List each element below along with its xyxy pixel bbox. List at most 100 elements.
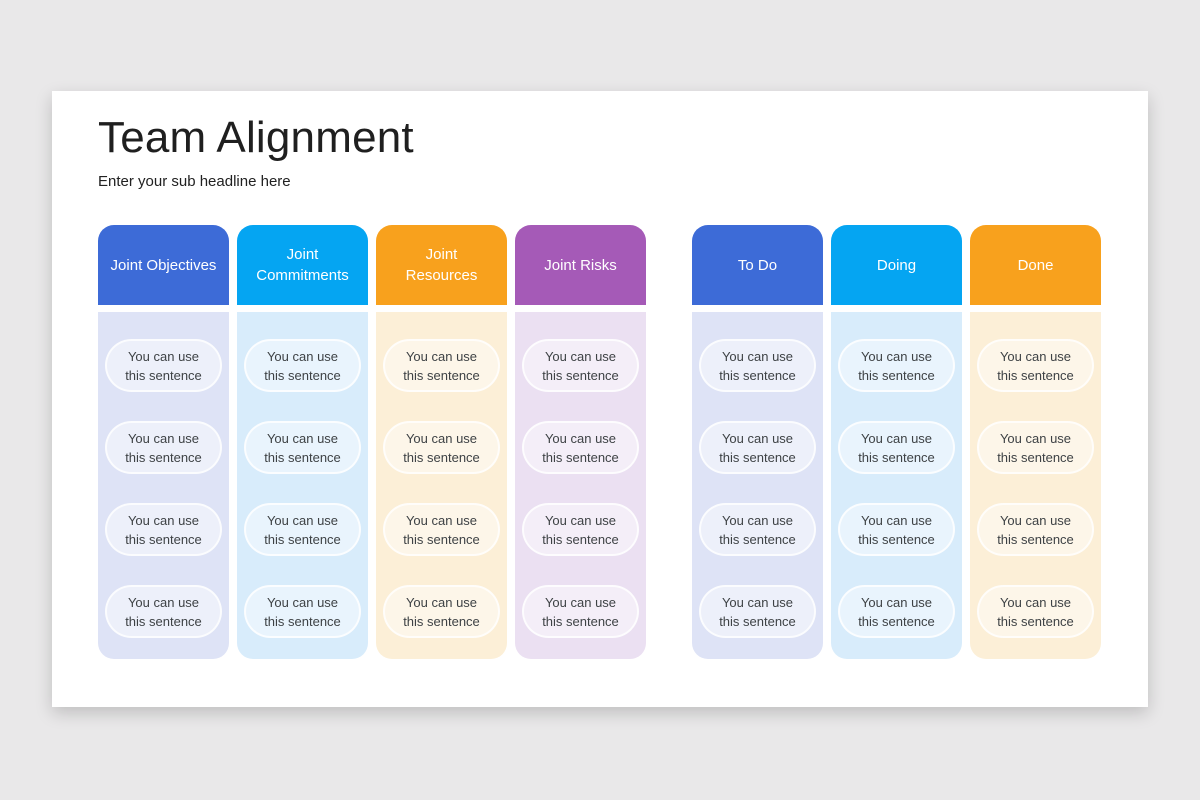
column-joint-resources: Joint Resources You can use this sentenc… [376, 225, 507, 659]
card-text-line2: this sentence [403, 531, 480, 547]
card: You can use this sentence [977, 503, 1094, 556]
card-text-line1: You can use [544, 430, 617, 446]
card-text-line2: this sentence [997, 531, 1074, 547]
group-kanban: To Do You can use this sentence You can … [692, 225, 1101, 659]
card: You can use this sentence [977, 339, 1094, 392]
column-body: You can use this sentence You can use th… [376, 312, 507, 659]
card-text-line1: You can use [266, 594, 339, 610]
card: You can use this sentence [522, 339, 639, 392]
column-header: Joint Commitments [237, 225, 368, 305]
card-text-line1: You can use [860, 348, 933, 364]
card: You can use this sentence [244, 585, 361, 638]
card-text-line1: You can use [721, 348, 794, 364]
card-text-line2: this sentence [858, 367, 935, 383]
column-doing: Doing You can use this sentence You can … [831, 225, 962, 659]
column-header-label: Joint Risks [544, 256, 617, 274]
card: You can use this sentence [977, 421, 1094, 474]
card-text-line2: this sentence [719, 449, 796, 465]
card: You can use this sentence [522, 503, 639, 556]
card: You can use this sentence [838, 339, 955, 392]
card-text-line2: this sentence [264, 613, 341, 629]
card-text-line2: this sentence [719, 613, 796, 629]
card-text-line1: You can use [127, 594, 200, 610]
card-text-line2: this sentence [264, 449, 341, 465]
card: You can use this sentence [244, 339, 361, 392]
card: You can use this sentence [105, 339, 222, 392]
card-text-line1: You can use [999, 594, 1072, 610]
column-header-label: Joint Resources [405, 246, 478, 284]
card: You can use this sentence [522, 421, 639, 474]
card-text-line1: You can use [405, 430, 478, 446]
card-text-line2: this sentence [542, 367, 619, 383]
column-body: You can use this sentence You can use th… [970, 312, 1101, 659]
slide-subtitle: Enter your sub headline here [98, 173, 291, 190]
column-body: You can use this sentence You can use th… [692, 312, 823, 659]
card: You can use this sentence [244, 421, 361, 474]
columns-row: Joint Objectives You can use this senten… [98, 225, 1101, 659]
column-body: You can use this sentence You can use th… [831, 312, 962, 659]
card-text-line1: You can use [127, 430, 200, 446]
card-text-line2: this sentence [719, 367, 796, 383]
column-joint-objectives: Joint Objectives You can use this senten… [98, 225, 229, 659]
column-header-label: Joint Objectives [110, 256, 217, 274]
card: You can use this sentence [383, 421, 500, 474]
column-joint-risks: Joint Risks You can use this sentence Yo… [515, 225, 646, 659]
card-text-line2: this sentence [125, 613, 202, 629]
column-header: Joint Risks [515, 225, 646, 305]
card-text-line2: this sentence [264, 367, 341, 383]
card-text-line1: You can use [544, 512, 617, 528]
card-text-line2: this sentence [542, 613, 619, 629]
card-text-line1: You can use [721, 594, 794, 610]
card-text-line2: this sentence [125, 367, 202, 383]
card: You can use this sentence [977, 585, 1094, 638]
card-text-line2: this sentence [997, 449, 1074, 465]
card: You can use this sentence [105, 503, 222, 556]
group-alignment: Joint Objectives You can use this senten… [98, 225, 646, 659]
card-text-line1: You can use [127, 348, 200, 364]
card-text-line2: this sentence [997, 367, 1074, 383]
card-text-line1: You can use [544, 348, 617, 364]
card: You can use this sentence [838, 421, 955, 474]
card-text-line1: You can use [999, 348, 1072, 364]
card-text-line2: this sentence [858, 531, 935, 547]
card-text-line2: this sentence [403, 613, 480, 629]
column-header: Done [970, 225, 1101, 305]
column-header: To Do [692, 225, 823, 305]
card: You can use this sentence [838, 503, 955, 556]
card-text-line2: this sentence [125, 531, 202, 547]
card-text-line1: You can use [405, 512, 478, 528]
column-body: You can use this sentence You can use th… [237, 312, 368, 659]
card: You can use this sentence [699, 503, 816, 556]
card-text-line1: You can use [860, 594, 933, 610]
card-text-line1: You can use [860, 512, 933, 528]
card-text-line2: this sentence [403, 367, 480, 383]
card: You can use this sentence [838, 585, 955, 638]
card-text-line2: this sentence [719, 531, 796, 547]
card-text-line1: You can use [860, 430, 933, 446]
card-text-line2: this sentence [264, 531, 341, 547]
column-header-label: Joint Commitments [256, 246, 349, 284]
column-header-label: Done [1017, 256, 1054, 274]
card: You can use this sentence [522, 585, 639, 638]
card: You can use this sentence [105, 421, 222, 474]
card-text-line1: You can use [127, 512, 200, 528]
card: You can use this sentence [699, 339, 816, 392]
card-text-line1: You can use [266, 512, 339, 528]
card-text-line2: this sentence [858, 449, 935, 465]
card-text-line1: You can use [405, 594, 478, 610]
card-text-line1: You can use [999, 512, 1072, 528]
column-done: Done You can use this sentence You can u… [970, 225, 1101, 659]
card-text-line2: this sentence [858, 613, 935, 629]
column-joint-commitments: Joint Commitments You can use this sente… [237, 225, 368, 659]
card-text-line2: this sentence [125, 449, 202, 465]
card: You can use this sentence [105, 585, 222, 638]
card-text-line1: You can use [721, 430, 794, 446]
card-text-line2: this sentence [403, 449, 480, 465]
card-text-line2: this sentence [997, 613, 1074, 629]
card: You can use this sentence [383, 585, 500, 638]
card-text-line2: this sentence [542, 531, 619, 547]
card: You can use this sentence [699, 421, 816, 474]
card: You can use this sentence [383, 503, 500, 556]
column-header: Joint Objectives [98, 225, 229, 305]
